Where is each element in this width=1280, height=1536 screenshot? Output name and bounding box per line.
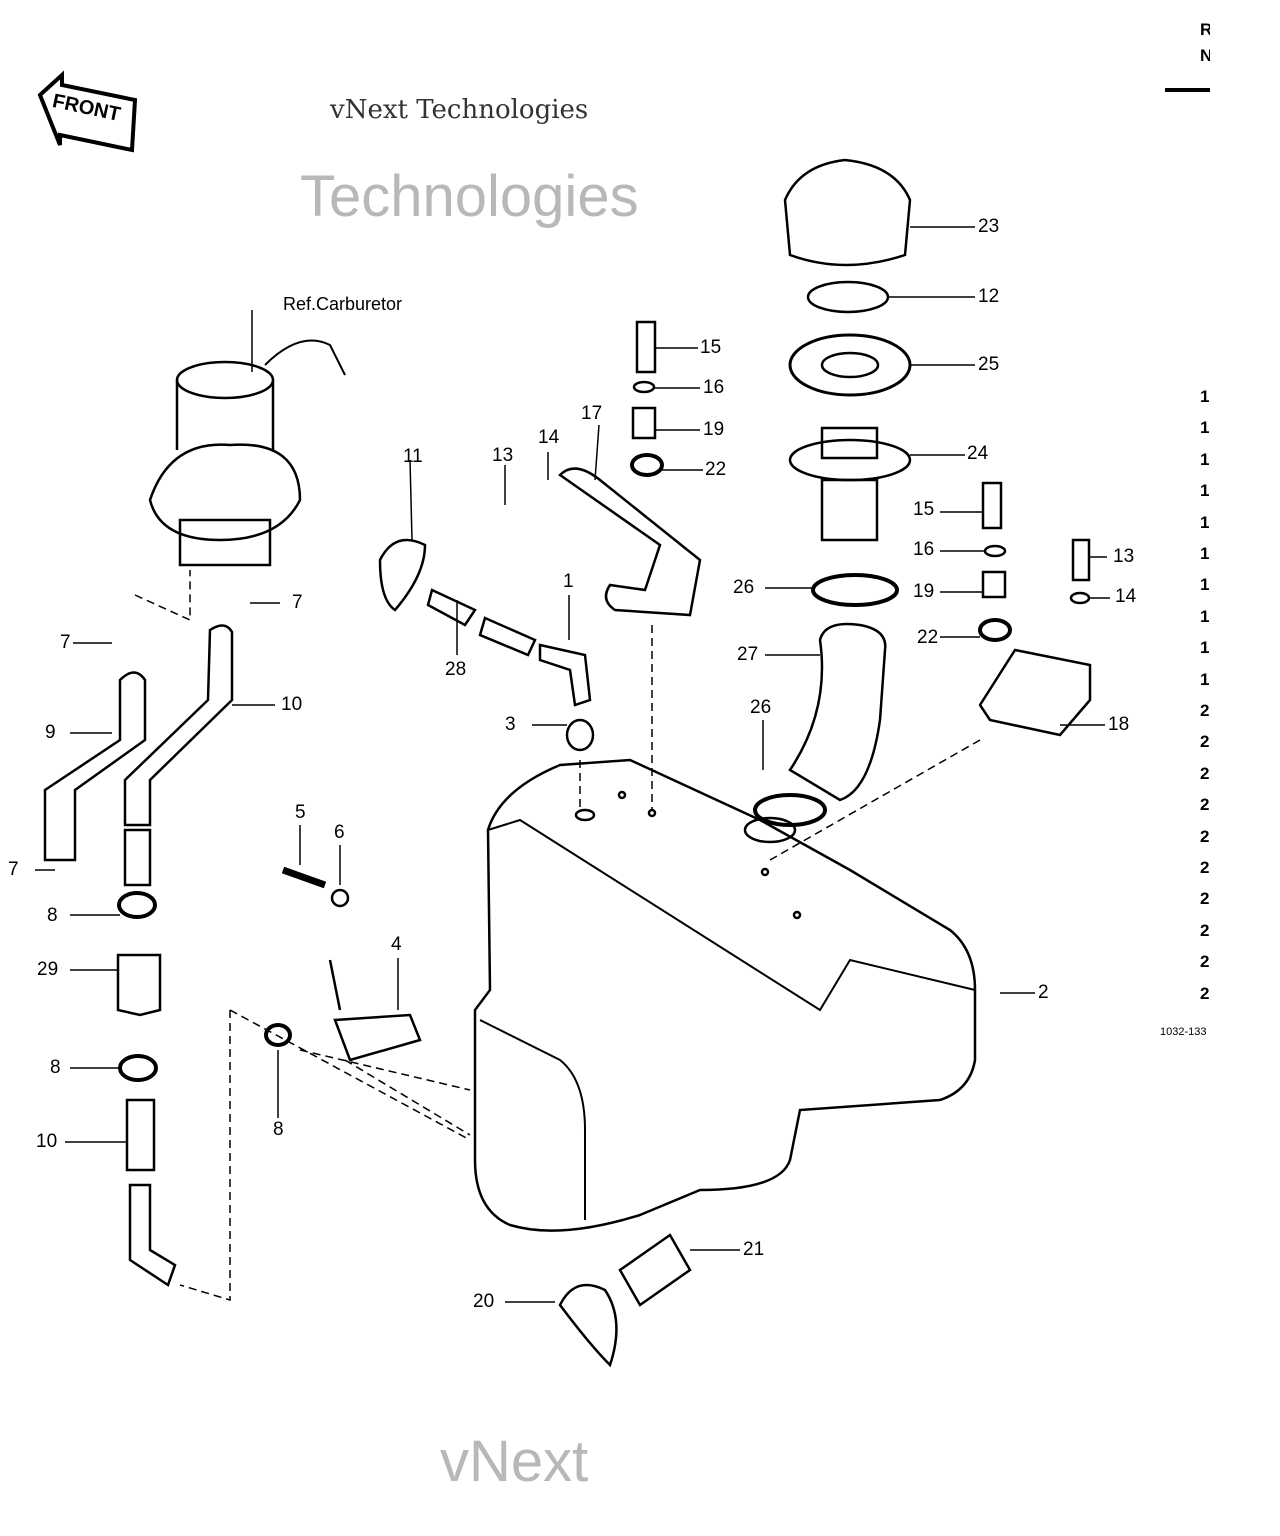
callout-7a: 7 xyxy=(60,632,71,653)
callout-16b: 16 xyxy=(913,539,935,560)
fuel-cock xyxy=(328,959,422,1062)
edge-header-r: R xyxy=(1200,20,1210,39)
callout-8b: 8 xyxy=(50,1057,61,1078)
callout-2: 2 xyxy=(1038,982,1049,1003)
callout-24: 24 xyxy=(967,443,989,464)
callout-6: 6 xyxy=(334,822,345,843)
callout-10b: 10 xyxy=(36,1131,58,1152)
callout-13b: 13 xyxy=(1113,546,1135,567)
callout-28: 28 xyxy=(445,659,467,680)
callout-26b: 26 xyxy=(750,697,772,718)
callout-27: 27 xyxy=(737,644,759,665)
edge-row-number: 1 xyxy=(1200,575,1210,595)
callout-18: 18 xyxy=(1108,714,1130,735)
edge-row-number: 1 xyxy=(1200,449,1210,469)
hose-10 xyxy=(123,624,234,827)
callout-25: 25 xyxy=(978,354,1000,375)
watermark-outline-2: Technologies xyxy=(300,164,639,229)
watermark-text: vNext Technologies xyxy=(330,95,589,125)
callout-14: 14 xyxy=(538,427,560,448)
callout-20: 20 xyxy=(473,1291,495,1312)
callout-4: 4 xyxy=(391,934,402,955)
edge-row-number: 2 xyxy=(1200,763,1210,783)
callout-11: 11 xyxy=(403,446,423,467)
clamp-26 xyxy=(811,573,899,607)
callout-26: 26 xyxy=(733,577,755,598)
callout-8a: 8 xyxy=(47,905,58,926)
edge-row-number: 2 xyxy=(1200,920,1210,940)
edge-row-number: 2 xyxy=(1200,732,1210,752)
edge-row-number: 1 xyxy=(1200,669,1210,689)
edge-row-number: 2 xyxy=(1200,858,1210,877)
callout-7b: 7 xyxy=(292,592,303,613)
fuel-cap xyxy=(783,158,912,267)
watermark-outline-1: vNext xyxy=(440,1429,589,1494)
callout-12: 12 xyxy=(978,286,1000,307)
strainer-21 xyxy=(618,1233,692,1307)
callout-21: 21 xyxy=(743,1239,765,1260)
callout-16: 16 xyxy=(703,377,725,398)
callout-17: 17 xyxy=(581,403,603,424)
hose-9 xyxy=(43,671,147,862)
seal-25 xyxy=(788,333,912,397)
callout-29: 29 xyxy=(37,959,59,980)
ref-carburetor-label: Ref.Carburetor xyxy=(283,294,403,314)
callout-15: 15 xyxy=(700,337,722,358)
front-arrow-icon xyxy=(37,70,138,153)
callout-23: 23 xyxy=(978,216,1000,237)
filler-neck xyxy=(788,438,912,482)
callout-7c: 7 xyxy=(8,859,19,880)
callout-14b: 14 xyxy=(1115,586,1137,607)
callout-15b: 15 xyxy=(913,499,935,520)
edge-row-number: 1 xyxy=(1200,418,1210,438)
edge-row-number: 2 xyxy=(1200,889,1210,909)
callout-22: 22 xyxy=(705,459,727,480)
edge-row-number: 1 xyxy=(1200,606,1210,626)
bracket-17 xyxy=(558,467,702,617)
edge-row-number: 2 xyxy=(1200,983,1210,1003)
callout-3: 3 xyxy=(505,714,516,735)
edge-row-number: 1 xyxy=(1200,544,1210,563)
edge-row-number: 1 xyxy=(1200,638,1210,658)
edge-rule xyxy=(1165,88,1210,92)
edge-header-n: N xyxy=(1200,46,1210,65)
edge-row-number: 2 xyxy=(1200,826,1210,846)
clamp-clip xyxy=(378,538,427,612)
bracket-18 xyxy=(978,648,1092,737)
edge-row-number: 1 xyxy=(1200,512,1210,532)
callout-5: 5 xyxy=(295,802,306,823)
hose-27 xyxy=(788,622,887,802)
fuel-tank xyxy=(473,758,977,1232)
diagram-code: 1032-133 xyxy=(1160,1026,1207,1038)
edge-row-number: 2 xyxy=(1200,795,1210,815)
callout-8c: 8 xyxy=(273,1119,284,1140)
edge-row-number: 2 xyxy=(1200,701,1210,720)
fuel-filter-29 xyxy=(116,953,162,1017)
gasket-12 xyxy=(806,280,890,314)
fuel-pump xyxy=(175,360,275,400)
callout-19: 19 xyxy=(703,419,725,440)
callout-10: 10 xyxy=(281,694,303,715)
edge-row-number: 1 xyxy=(1200,481,1210,501)
callout-13: 13 xyxy=(492,445,514,466)
edge-row-number: 1 xyxy=(1200,387,1210,406)
clamp-20 xyxy=(558,1283,618,1368)
edge-row-number: 2 xyxy=(1200,952,1210,972)
callout-9: 9 xyxy=(45,722,56,743)
callout-22b: 22 xyxy=(917,627,939,648)
callout-1: 1 xyxy=(563,571,574,592)
callout-19b: 19 xyxy=(913,581,935,602)
